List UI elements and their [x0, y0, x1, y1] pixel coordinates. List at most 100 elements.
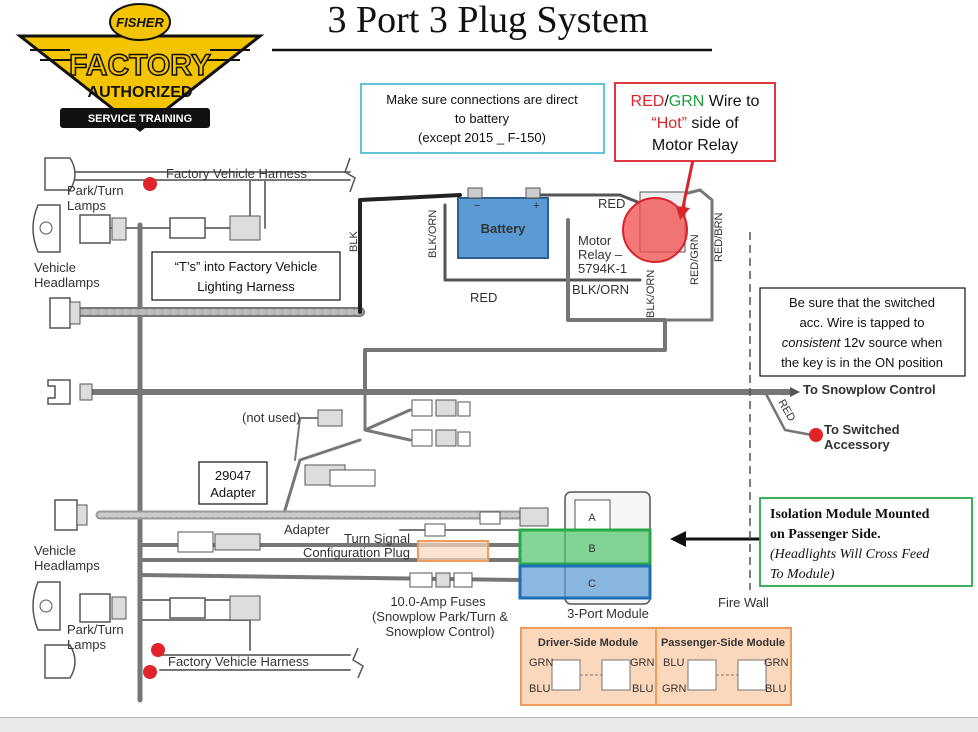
fire-wall-label: Fire Wall [718, 595, 769, 610]
battery-note-line-3: (except 2015 _ F-150) [418, 130, 546, 145]
wire-label-blk-orn-3: BLK/ORN [645, 270, 657, 318]
fuses-label-1: 10.0-Amp Fuses [390, 594, 486, 609]
battery-minus-label: − [474, 200, 480, 212]
not-used-connector-icon [317, 409, 343, 427]
connector-pair-lower-icon [411, 429, 471, 447]
adapter-box-line-1: 29047 [215, 468, 251, 483]
turn-signal-label-2: Configuration Plug [303, 545, 410, 560]
harness-plug-top-icon [49, 297, 81, 329]
adapter-box-line-2: Adapter [210, 485, 256, 500]
wire-label-blk: BLK [348, 231, 360, 252]
relay-pointer-arrow [680, 154, 696, 213]
isolation-module-note: Isolation Module Mounted on Passenger Si… [759, 497, 973, 587]
relay-note-line-2: “Hot” side of [651, 115, 739, 132]
passenger-top-right: GRN [764, 657, 789, 669]
factory-harness-bottom-label: Factory Vehicle Harness [168, 654, 309, 669]
wire-label-red-brn: RED/BRN [713, 212, 725, 262]
park-turn-lamp-bottom-icon [44, 644, 76, 679]
driver-top-right: GRN [630, 657, 655, 669]
tees-note-line-1: “T’s” into Factory Vehicle [175, 259, 318, 274]
switched-acc-note: Be sure that the switched acc. Wire is t… [759, 287, 966, 377]
turn-signal-plug-highlight [417, 540, 489, 562]
headlamps-bottom-label-2: Headlamps [34, 558, 100, 573]
passenger-bottom-left: GRN [662, 683, 687, 695]
wire-label-blk-orn-1: BLK/ORN [427, 210, 439, 258]
module-orientation-table: Driver-Side Module Passenger-Side Module… [520, 627, 792, 706]
wire-label-red-1: RED [598, 196, 625, 211]
driver-top-left: GRN [529, 657, 554, 669]
splice-dot-top [143, 177, 157, 191]
three-port-module-label: 3-Port Module [567, 606, 649, 621]
switched-note-line-1: Be sure that the switched [789, 295, 935, 310]
not-used-label: (not used) [242, 410, 301, 425]
park-turn-bottom-label-1: Park/Turn [67, 622, 124, 637]
logo-service-training: SERVICE TRAINING [88, 113, 192, 125]
snowplow-plug-icon [47, 379, 93, 405]
tees-note-line-2: Lighting Harness [197, 279, 295, 294]
three-port-module: A B C [518, 491, 652, 605]
connector-bottom-2-icon [169, 595, 261, 621]
motor-relay: Motor Relay – 5794K-1 [578, 154, 696, 276]
isolation-note-line-4: To Module) [770, 567, 835, 582]
motor-relay-label-1: Motor [578, 233, 612, 248]
driver-side-header: Driver-Side Module [538, 637, 638, 649]
logo-factory: FACTORY [69, 49, 211, 82]
splice-dot-bottom-2 [143, 665, 157, 679]
park-turn-top-label-1: Park/Turn [67, 183, 124, 198]
fuses-label-3: Snowplow Control) [385, 624, 494, 639]
passenger-bottom-right: BLU [765, 683, 786, 695]
small-connector-module-icon [424, 507, 549, 537]
headlamp-bottom-icon [32, 581, 61, 631]
harness-plug-bottom-icon [54, 499, 88, 531]
battery: − + Battery [457, 187, 549, 259]
to-switched-accessory-label-1: To Switched [824, 422, 900, 437]
logo-authorized: AUTHORIZED [88, 84, 193, 101]
relay-note-line-1: RED/GRN Wire to [631, 93, 760, 110]
fuses-label-2: (Snowplow Park/Turn & [372, 609, 508, 624]
battery-label: Battery [481, 221, 527, 236]
switched-note-line-4: the key is in the ON position [781, 355, 943, 370]
connector-top-1-icon [79, 214, 127, 244]
relay-note-line-3: Motor Relay [652, 137, 738, 154]
fisher-logo: FISHER FACTORY AUTHORIZED SERVICE TRAINI… [15, 3, 265, 132]
harness-break-bottom [352, 647, 364, 679]
passenger-top-left: BLU [663, 657, 684, 669]
logo-brand: FISHER [116, 15, 164, 30]
tees-note: “T’s” into Factory Vehicle Lighting Harn… [151, 251, 341, 301]
driver-bottom-left: BLU [529, 683, 550, 695]
wire-label-red-grn: RED/GRN [689, 234, 701, 285]
battery-connection-note: Make sure connections are direct to batt… [360, 83, 605, 154]
to-snowplow-control-label: To Snowplow Control [803, 382, 936, 397]
port-c-highlight [518, 564, 652, 600]
middle-connector-icon [177, 531, 261, 553]
page-title: 3 Port 3 Plug System [328, 0, 649, 41]
headlamps-top-label-2: Headlamps [34, 275, 100, 290]
adapter-label: Adapter [284, 522, 330, 537]
port-c-label: C [588, 578, 596, 590]
window-bottom-bar [0, 717, 978, 732]
splice-dot-bottom-1 [151, 643, 165, 657]
harness-break-top [344, 157, 356, 193]
switched-note-line-2: acc. Wire is tapped to [800, 315, 925, 330]
switched-accessory-dot [809, 428, 823, 442]
wire-label-blk-orn-2: BLK/ORN [572, 282, 629, 297]
park-turn-lamp-top-icon [44, 157, 76, 191]
connector-pair-upper-icon [411, 399, 471, 417]
wire-label-red-2: RED [470, 290, 497, 305]
relay-wire-note: RED/GRN Wire to “Hot” side of Motor Rela… [614, 82, 776, 162]
adapter-connector-icon [304, 464, 376, 487]
turn-signal-label-1: Turn Signal [344, 531, 410, 546]
battery-note-line-2: to battery [455, 111, 510, 126]
driver-bottom-right: BLU [632, 683, 653, 695]
relay-highlight-circle [622, 197, 688, 263]
adapter-29047-box: 29047 Adapter [198, 461, 268, 505]
connector-top-2-icon [169, 215, 261, 241]
port-b-label: B [588, 543, 595, 555]
motor-relay-label-2: Relay – [578, 247, 623, 262]
isolation-note-line-3: (Headlights Will Cross Feed [770, 547, 930, 562]
to-switched-accessory-label-2: Accessory [824, 437, 891, 452]
factory-harness-top-label: Factory Vehicle Harness [166, 166, 307, 181]
isolation-note-line-2: on Passenger Side. [770, 527, 881, 542]
battery-plus-label: + [533, 200, 539, 212]
